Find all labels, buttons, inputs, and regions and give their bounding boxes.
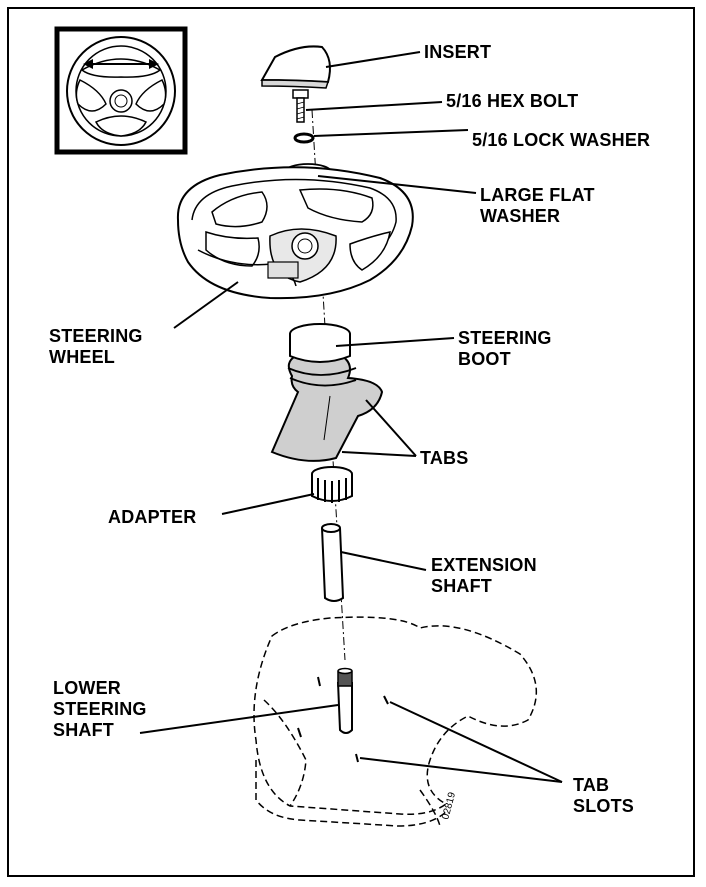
label-lock-washer: 5/16 LOCK WASHER xyxy=(472,130,651,150)
label-tabs: TABS xyxy=(420,448,469,468)
label-line: BOOT xyxy=(458,349,511,369)
hex-bolt-part xyxy=(292,89,309,123)
label-adapter: ADAPTER xyxy=(108,507,197,527)
inset-detail xyxy=(54,26,188,155)
lower-steering-shaft-part xyxy=(337,667,353,734)
label-line: LARGE FLAT xyxy=(480,185,595,205)
label-line: LOWER xyxy=(53,678,121,698)
figure-frame xyxy=(7,7,695,877)
label-insert: INSERT xyxy=(424,42,492,62)
label-line: STEERING xyxy=(458,328,552,348)
label-line: STEERING xyxy=(49,326,143,346)
label-steering-wheel: STEERING WHEEL xyxy=(49,326,143,368)
label-line: WHEEL xyxy=(49,347,115,367)
lock-washer-part xyxy=(293,132,315,144)
insert-part xyxy=(260,45,331,89)
label-line: STEERING xyxy=(53,699,147,719)
label-line: SLOTS xyxy=(573,796,635,816)
leader-lines xyxy=(139,51,563,783)
label-tab-slots: TAB SLOTS xyxy=(573,775,634,817)
steering-wheel-part xyxy=(176,166,414,300)
label-hex-bolt: 5/16 HEX BOLT xyxy=(446,91,579,111)
label-large-flat-washer: LARGE FLAT WASHER xyxy=(480,185,595,227)
figure-number: 02819 xyxy=(440,791,458,821)
label-line: EXTENSION xyxy=(431,555,537,575)
extension-shaft-part xyxy=(321,523,345,602)
tab-slot-marks xyxy=(297,676,389,763)
label-steering-boot: STEERING BOOT xyxy=(458,328,552,370)
label-line: SHAFT xyxy=(431,576,492,596)
label-line: SHAFT xyxy=(53,720,114,740)
label-line: TAB xyxy=(573,775,610,795)
label-line: WASHER xyxy=(480,206,561,226)
steering-boot-part xyxy=(270,323,384,462)
housing-outline xyxy=(253,616,538,827)
adapter-part xyxy=(311,466,353,503)
label-lower-steering-shaft: LOWER STEERING SHAFT xyxy=(53,678,147,741)
label-extension-shaft: EXTENSION SHAFT xyxy=(431,555,537,597)
